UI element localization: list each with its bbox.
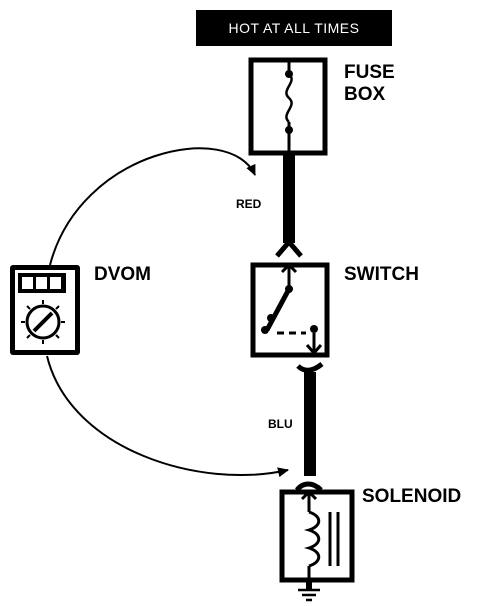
coil-icon	[300, 489, 340, 580]
fuse-box-label-line1: FUSE	[344, 62, 395, 83]
probe-arrow-icon	[49, 147, 256, 266]
switch-label: SWITCH	[344, 264, 419, 285]
fuse-icon	[285, 60, 293, 153]
banner-background	[196, 10, 392, 46]
solenoid	[279, 489, 355, 583]
blu-wire	[295, 361, 324, 492]
wire-connector-blu-bottom	[295, 481, 323, 492]
wire-connector-blu-top	[296, 361, 324, 373]
fuse-box	[248, 57, 328, 156]
dvom-meter	[10, 265, 80, 355]
switch-icon	[261, 262, 323, 356]
wire-connector-red	[275, 238, 303, 258]
probe-arrow-icon	[46, 355, 289, 478]
banner-label: HOT AT ALL TIMES	[229, 20, 360, 36]
hot-at-all-times-banner: HOT AT ALL TIMES	[196, 10, 392, 46]
red-wire-label: RED	[236, 197, 262, 211]
red-wire	[275, 153, 303, 258]
blu-wire-label: BLU	[268, 417, 293, 431]
meter-icon	[10, 265, 80, 355]
switch	[250, 262, 330, 358]
solenoid-label: SOLENOID	[362, 486, 461, 507]
fuse-box-label-line2: BOX	[344, 84, 386, 105]
ground-icon	[298, 578, 320, 602]
dvom-label: DVOM	[94, 264, 151, 285]
